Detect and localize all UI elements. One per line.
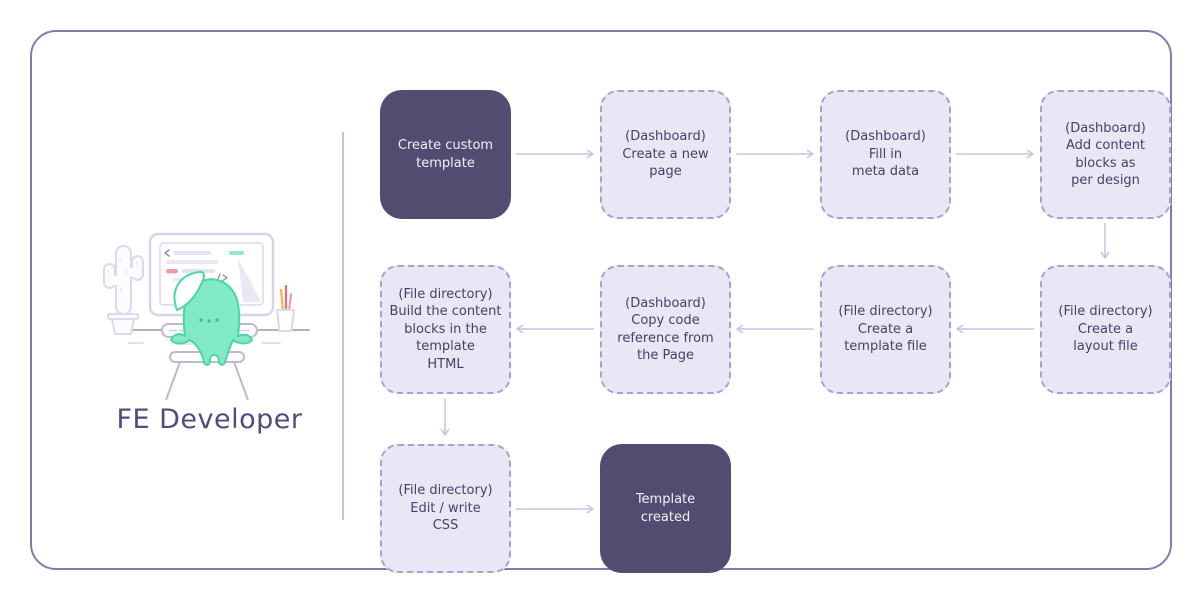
flow-node-build-content-blocks: (File directory) Build the content block… <box>380 265 511 394</box>
flow-node-add-content-blocks: (Dashboard) Add content blocks as per de… <box>1040 90 1171 219</box>
flow-node-edit-write-css: (File directory) Edit / write CSS <box>380 444 511 573</box>
flow-node-label: (File directory) Edit / write CSS <box>398 483 493 534</box>
flow-node-label: (File directory) Create a layout file <box>1058 304 1153 355</box>
flow-node-create-new-page: (Dashboard) Create a new page <box>600 90 731 219</box>
flow-node-label: (File directory) Build the content block… <box>389 286 502 372</box>
leaf-icon <box>173 270 205 311</box>
developer-character-icon <box>170 270 253 366</box>
flow-node-create-layout-file: (File directory) Create a layout file <box>1040 265 1171 394</box>
flow-node-fill-in-meta-data: (Dashboard) Fill in meta data <box>820 90 951 219</box>
flow-node-label: (Dashboard) Add content blocks as per de… <box>1065 120 1146 188</box>
flow-node-label: Template created <box>635 492 696 525</box>
flow-node-copy-code-reference: (Dashboard) Copy code reference from the… <box>600 265 731 394</box>
flow-node-label: Create custom template <box>397 138 494 171</box>
developer-illustration: FE Developer <box>77 210 342 435</box>
page-fold <box>238 258 261 302</box>
flow-node-create-custom-template: Create custom template <box>380 90 511 219</box>
actor-label: FE Developer <box>116 404 303 435</box>
flow-node-label: (Dashboard) Create a new page <box>622 129 709 180</box>
flow-node-create-template-file: (File directory) Create a template file <box>820 265 951 394</box>
developer-at-desk-illustration <box>103 232 310 401</box>
cactus-icon <box>103 245 144 335</box>
pencil-cup-icon <box>276 284 295 332</box>
diagram-frame: FE Developer Create custom template (Das… <box>30 30 1172 573</box>
back-dots <box>199 318 219 323</box>
flow-node-label: (Dashboard) Fill in meta data <box>845 129 926 180</box>
flow-node-template-created: Template created <box>600 444 731 573</box>
section-divider <box>342 132 344 520</box>
flow-node-label: (File directory) Create a template file <box>838 304 933 355</box>
flow-node-label: (Dashboard) Copy code reference from the… <box>617 295 714 363</box>
